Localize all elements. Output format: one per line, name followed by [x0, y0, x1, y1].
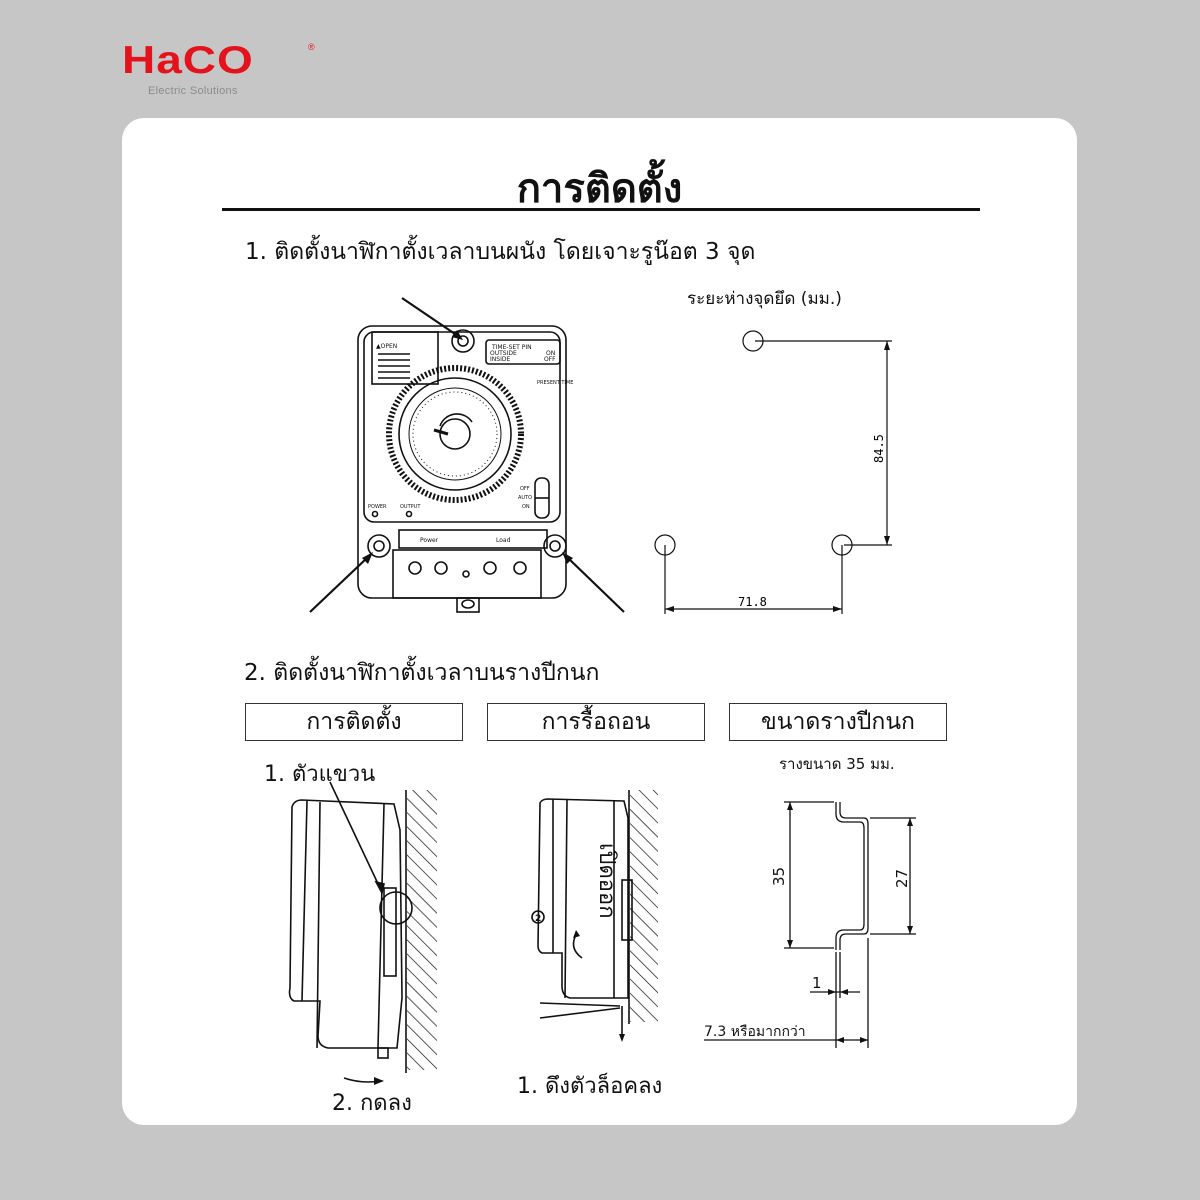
- switch-auto-label: AUTO: [518, 495, 532, 501]
- off-label: OFF: [544, 356, 556, 363]
- brand-tagline: Electric Solutions: [148, 85, 238, 97]
- install-side-diagram: [288, 781, 437, 1085]
- vertical-dimension: 84.5: [872, 434, 886, 463]
- remove-side-diagram: 2 เปิดออก: [531, 790, 658, 1042]
- rail-depth: 7.3 หรือมากกว่า: [704, 1024, 806, 1040]
- remove-step2-marker: 2: [535, 914, 541, 924]
- tab-rail-size: ขนาดรางปีกนก: [729, 703, 947, 741]
- inside-label: INSIDE: [490, 356, 510, 363]
- timer-front-diagram: ▲OPEN TIME-SET PIN OUTSIDE ON INSIDE OFF…: [309, 297, 625, 613]
- present-time-label: PRESENT TIME: [537, 380, 573, 386]
- output-led-label: OUTPUT: [400, 504, 421, 510]
- brand-name: HaCO: [122, 37, 254, 82]
- tab-remove: การรื้อถอน: [487, 703, 705, 741]
- rail-size-caption: รางขนาด 35 มม.: [779, 755, 895, 773]
- install-step2-label: 2. กดลง: [332, 1091, 412, 1116]
- open-out-label: เปิดออก: [594, 843, 619, 919]
- time-set-pin-label: TIME-SET PIN: [491, 344, 532, 351]
- switch-on-label: ON: [522, 504, 530, 510]
- power-led-label: POWER: [368, 504, 387, 510]
- switch-off-label: OFF: [520, 486, 530, 492]
- terminal-load-label: Load: [496, 537, 511, 544]
- registered-mark: ®: [308, 42, 315, 52]
- section1-heading: 1. ติดตั้งนาฬิกาตั้งเวลาบนผนัง โดยเจาะรู…: [245, 239, 756, 265]
- rail-height-inner: 27: [893, 869, 911, 888]
- section2-heading: 2. ติดตั้งนาฬิกาตั้งเวลาบนรางปีกนก: [244, 660, 600, 686]
- rail-thickness: 1: [812, 974, 822, 992]
- rail-height-total: 35: [770, 867, 788, 886]
- mounting-holes-diagram: 84.5 71.8: [654, 330, 892, 614]
- remove-step1-label: 1. ดึงตัวล็อคลง: [517, 1074, 663, 1099]
- tab-install: การติดตั้ง: [245, 703, 463, 741]
- terminal-power-label: Power: [420, 537, 439, 544]
- installation-card: การติดตั้ง 1. ติดตั้งนาฬิกาตั้งเวลาบนผนั…: [122, 118, 1077, 1125]
- din-rail-profile-diagram: 35 27 1 7.3 หรือมากกว่า: [704, 801, 916, 1048]
- page-title: การติดตั้ง: [516, 166, 683, 212]
- brand-logo: HaCO ® Electric Solutions: [122, 37, 322, 97]
- title-divider: [222, 208, 980, 211]
- mounting-spacing-label: ระยะห่างจุดยึด (มม.): [687, 289, 842, 309]
- on-label: ON: [546, 350, 555, 357]
- open-label: ▲OPEN: [376, 343, 397, 350]
- horizontal-dimension: 71.8: [738, 595, 767, 609]
- install-step1-label: 1. ตัวแขวน: [264, 762, 376, 787]
- outside-label: OUTSIDE: [490, 350, 517, 357]
